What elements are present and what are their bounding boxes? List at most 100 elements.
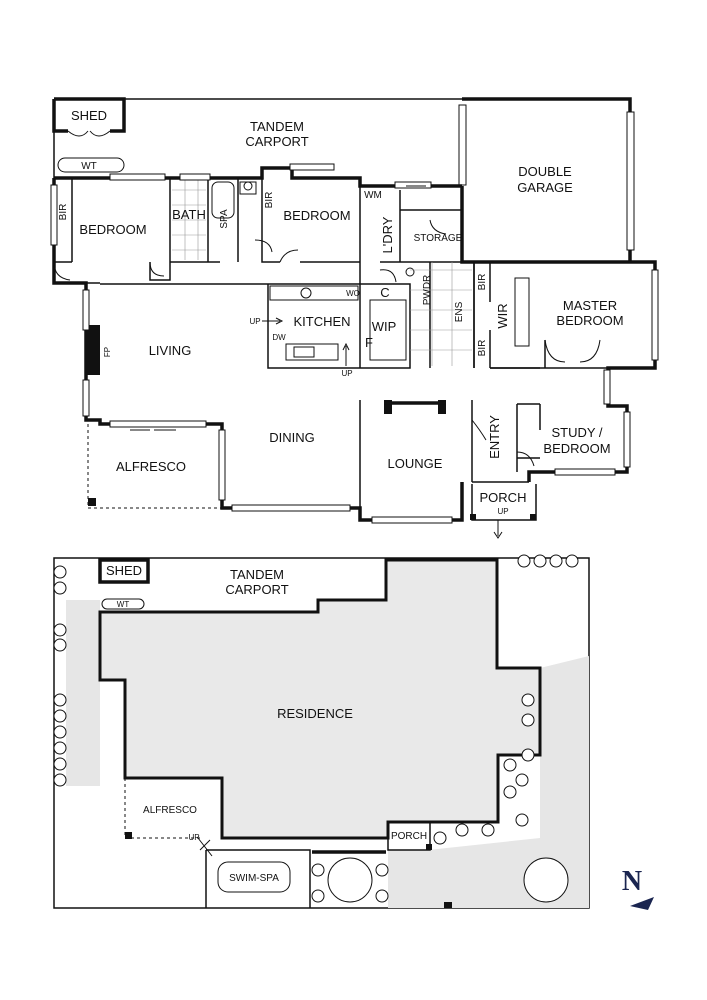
- shed-walls: [52, 97, 126, 133]
- ldry-label: L'DRY: [380, 216, 395, 253]
- mailbox: [444, 902, 452, 908]
- water-tank: [57, 157, 125, 173]
- bath-vanity: [239, 181, 257, 195]
- up-porch-label: UP: [497, 507, 508, 516]
- pool-fence: [205, 849, 311, 908]
- shed-door: [67, 130, 111, 137]
- fp-label: FP: [103, 347, 112, 357]
- wo-label: WO: [346, 289, 360, 298]
- dining-label: DINING: [269, 430, 315, 445]
- residence-label: RESIDENCE: [277, 706, 353, 721]
- wt-label: WT: [81, 161, 97, 172]
- porch-path: [388, 850, 428, 908]
- site-tandem-label: TANDEM: [230, 567, 284, 582]
- swim-spa-label: SWIM-SPA: [229, 873, 279, 884]
- site-porch-label: PORCH: [391, 831, 427, 842]
- wm-label: WM: [364, 190, 382, 201]
- f-label: F: [365, 335, 373, 350]
- site-shed-label: SHED: [106, 563, 142, 578]
- toilet-icon: [243, 181, 253, 191]
- north-label: N: [622, 866, 642, 897]
- entry-label: ENTRY: [487, 415, 502, 459]
- cooktop-icon: [300, 287, 312, 299]
- site-porch-outline: [387, 822, 431, 851]
- fireplace: [86, 325, 100, 375]
- site-up-label: UP: [188, 833, 199, 842]
- site-plan: SHED TANDEM CARPORT WT RESIDENCE ALFRESC…: [53, 554, 590, 909]
- bir-master-bottom-label: BIR: [477, 340, 488, 357]
- porch-label: PORCH: [480, 490, 527, 505]
- master-bedroom-doors: [544, 339, 601, 363]
- site-alfresco-label: ALFRESCO: [143, 805, 197, 816]
- bir-mid-label: BIR: [264, 192, 275, 209]
- garden-strip-left: [66, 600, 100, 786]
- residence-footprint: [98, 558, 542, 840]
- porch-post-left: [470, 514, 476, 520]
- porch-arrow: [493, 520, 503, 539]
- trees: [53, 554, 579, 903]
- c-label: C: [380, 285, 389, 300]
- alfresco-outline: [87, 424, 222, 509]
- kitchen-arrow: [262, 317, 284, 325]
- master-bedroom-walls: [473, 261, 655, 369]
- dw-label: DW: [272, 333, 286, 342]
- lounge-column-left: [384, 400, 392, 414]
- site-shed: [98, 558, 150, 584]
- porch-post-right: [530, 514, 536, 520]
- garage-door-left: [458, 104, 467, 186]
- lounge-column-right: [438, 400, 446, 414]
- swim-spa: [217, 861, 291, 893]
- ens-label: ENS: [454, 301, 465, 322]
- carport-label: CARPORT: [245, 134, 308, 149]
- alfresco-post: [88, 498, 96, 506]
- pool-gate: [197, 837, 213, 857]
- kitchen-bench-top: [269, 285, 359, 301]
- bir-master-top-label: BIR: [477, 274, 488, 291]
- windows: [50, 163, 659, 524]
- study-label: STUDY /: [551, 425, 602, 440]
- master-wir-bench: [514, 277, 530, 347]
- north-arrow-icon: [630, 897, 654, 910]
- double-label: DOUBLE: [518, 164, 572, 179]
- site-porch-post: [426, 844, 432, 850]
- living-arrow: [342, 342, 350, 366]
- wir-label: WIR: [495, 303, 510, 328]
- bir-left-label: BIR: [58, 204, 69, 221]
- bath-label: BATH: [172, 207, 206, 222]
- site-water-tank: [101, 598, 145, 610]
- pwdr-label: PWDR: [422, 275, 433, 306]
- study-bedroom-label: BEDROOM: [543, 441, 610, 456]
- spa-label: SPA: [219, 209, 230, 229]
- site-alfresco-post: [125, 832, 132, 839]
- bedroom-left-label: BEDROOM: [79, 222, 146, 237]
- kitchen-sink: [293, 346, 315, 358]
- sliding-door-arrows: [130, 185, 426, 431]
- bath-tub: [211, 181, 235, 219]
- powder-toilet-icon: [405, 267, 415, 277]
- shed-label: SHED: [71, 108, 107, 123]
- garage-label: GARAGE: [517, 180, 573, 195]
- wip-shelf: [369, 299, 407, 361]
- master-bedroom-label: BEDROOM: [556, 313, 623, 328]
- kitchen-label: KITCHEN: [293, 314, 350, 329]
- tiles-bath: [172, 180, 472, 366]
- site-wt-label: WT: [117, 600, 130, 609]
- tandem-label: TANDEM: [250, 119, 304, 134]
- bedroom-mid-label: BEDROOM: [283, 208, 350, 223]
- living-label: LIVING: [149, 343, 192, 358]
- master-label: MASTER: [563, 298, 617, 313]
- doors: [53, 219, 535, 467]
- interior-walls: [54, 178, 546, 508]
- north-compass: N: [622, 866, 654, 910]
- porch-outline: [471, 484, 537, 521]
- up-living-label: UP: [341, 369, 352, 378]
- up-kitchen-label: UP: [249, 317, 260, 326]
- floor-plan: SHED TANDEM CARPORT WT DOUBLE GARAGE BIR…: [50, 97, 659, 539]
- garden-strip-right: [428, 656, 589, 908]
- site-carport-label: CARPORT: [225, 582, 288, 597]
- storage-label: STORAGE: [414, 233, 463, 244]
- alfresco-label: ALFRESCO: [116, 459, 186, 474]
- garage-door-right: [626, 111, 635, 251]
- lounge-label: LOUNGE: [388, 456, 443, 471]
